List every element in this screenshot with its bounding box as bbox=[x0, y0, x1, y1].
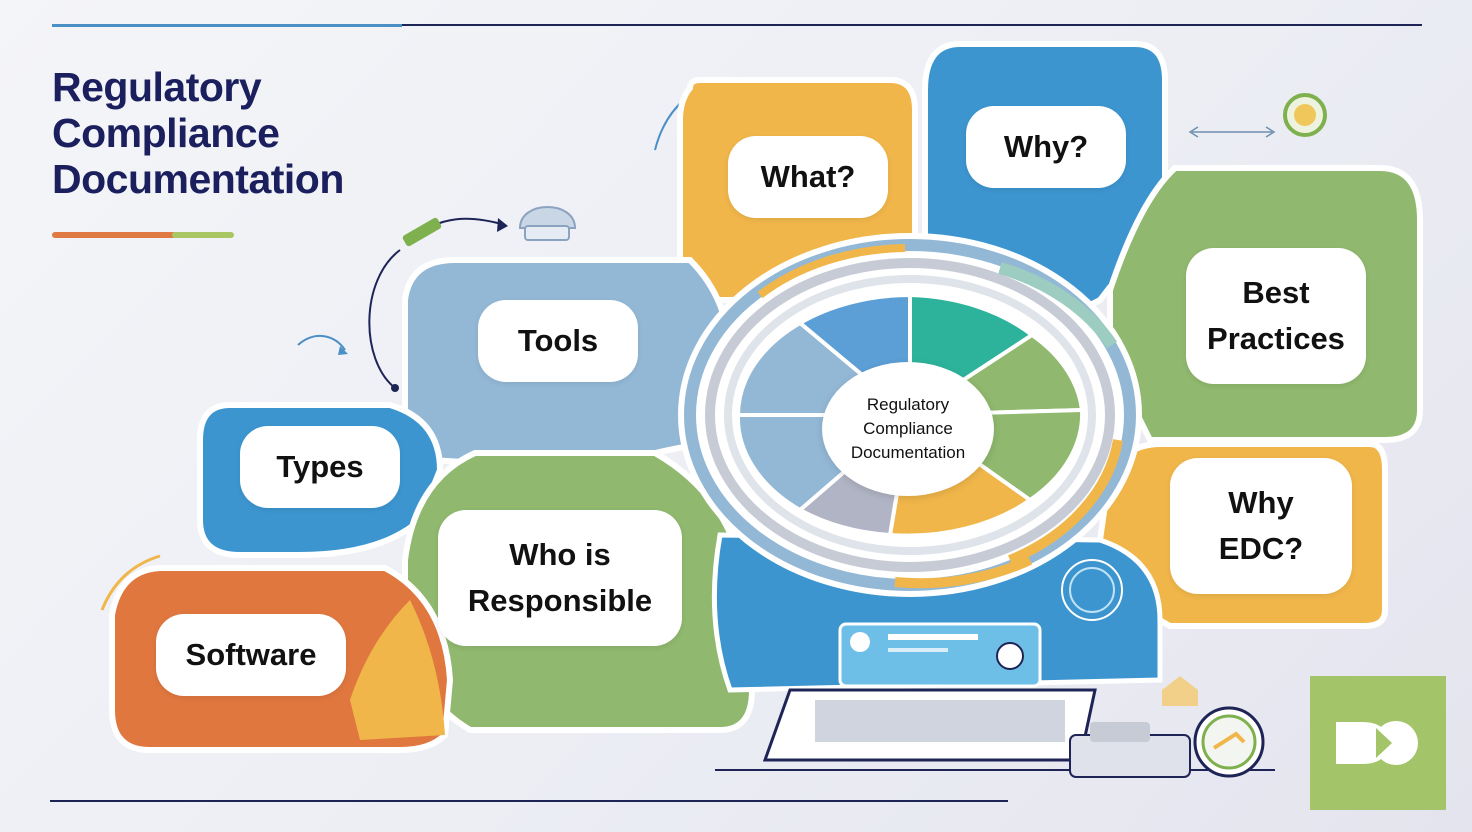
node-tools: Tools bbox=[478, 300, 638, 382]
curved-arrow-doodle bbox=[368, 249, 401, 389]
arrow-dot bbox=[391, 384, 399, 392]
top-rule bbox=[52, 24, 1422, 26]
title-line-3: Documentation bbox=[52, 156, 344, 202]
clock-icon bbox=[1193, 706, 1265, 778]
double-arrow-right-head bbox=[1265, 126, 1276, 138]
logo-mark-icon bbox=[1336, 721, 1418, 765]
wheel-ring-inner bbox=[724, 275, 1096, 555]
node-who-responsible: Who is Responsible bbox=[438, 510, 682, 646]
node-types-label: Types bbox=[276, 449, 364, 484]
hub-line-2: Compliance bbox=[863, 419, 953, 438]
title-line-2: Compliance bbox=[52, 110, 280, 156]
small-arrow-doodle bbox=[297, 335, 346, 351]
node-why-label: Why? bbox=[1003, 129, 1089, 164]
node-who-line-2: Responsible bbox=[467, 583, 653, 618]
small-arrowhead bbox=[338, 346, 348, 355]
top-rule-accent bbox=[52, 24, 402, 27]
page-title: Regulatory Compliance Documentation bbox=[52, 64, 472, 202]
node-software-label: Software bbox=[185, 637, 317, 672]
node-what: What? bbox=[728, 136, 888, 218]
top-arrowhead bbox=[497, 218, 508, 232]
node-best-practices-line-1: Best bbox=[1242, 275, 1310, 310]
node-best-practices-line-2: Practices bbox=[1207, 321, 1345, 356]
node-why-edc-line-1: Why bbox=[1228, 485, 1294, 520]
badge-icon-inner bbox=[1294, 104, 1316, 126]
monitor-icon bbox=[838, 622, 1042, 688]
bottom-rule bbox=[50, 800, 1008, 802]
wheel-arc-yellow-bottom bbox=[894, 555, 1033, 589]
wheel-arc-yellow-top bbox=[757, 244, 906, 299]
node-best-practices: Best Practices bbox=[1186, 248, 1366, 384]
brand-logo bbox=[1310, 676, 1446, 810]
green-band-doodle bbox=[402, 217, 442, 247]
printer-icon bbox=[1069, 722, 1191, 778]
globe-icon bbox=[1061, 559, 1123, 621]
laptop-icon bbox=[715, 688, 1275, 771]
node-types: Types bbox=[240, 426, 400, 508]
title-underline-orange bbox=[52, 232, 176, 238]
wheel-ring-gray bbox=[705, 258, 1115, 572]
tile-software-accent bbox=[350, 600, 445, 740]
node-why-edc-line-2: EDC? bbox=[1218, 531, 1304, 566]
title-underline-green bbox=[172, 232, 234, 238]
hub-line-1: Regulatory bbox=[866, 395, 950, 414]
node-who-line-1: Who is bbox=[509, 537, 611, 572]
swoosh-doodle-2 bbox=[100, 554, 161, 611]
node-tools-label: Tools bbox=[517, 323, 599, 358]
wheel-arc-teal bbox=[998, 262, 1117, 349]
mini-house-icon bbox=[1162, 676, 1198, 706]
wheel-arc-yellow bbox=[1008, 439, 1123, 565]
title-line-1: Regulatory bbox=[52, 64, 262, 110]
node-why: Why? bbox=[966, 106, 1126, 188]
lamp-icon bbox=[518, 206, 577, 241]
node-software: Software bbox=[156, 614, 346, 696]
hub-label: Regulatory Compliance Documentation bbox=[822, 362, 994, 496]
hub-line-3: Documentation bbox=[850, 443, 966, 462]
node-what-label: What? bbox=[760, 159, 856, 194]
double-arrow-left-head bbox=[1188, 126, 1199, 138]
node-why-edc: Why EDC? bbox=[1170, 458, 1352, 594]
